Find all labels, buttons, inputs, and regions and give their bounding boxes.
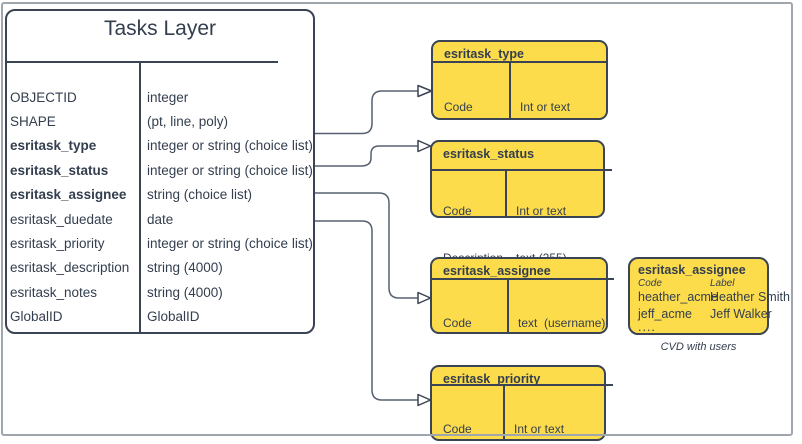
field-name: esritask_description xyxy=(10,260,130,276)
field-name: esritask_assignee xyxy=(10,187,127,203)
column-divider xyxy=(139,61,141,332)
cvd-ellipsis: .... xyxy=(638,320,656,334)
field-type: GlobalID xyxy=(147,309,200,325)
domain-cells: Code Description Int or text text (255) xyxy=(432,391,604,444)
domain-column-divider xyxy=(503,384,505,439)
domain-box-esritask-priority: esritask_priority Code Description Int o… xyxy=(430,365,613,444)
field-row: esritask_duedate date xyxy=(7,207,313,231)
field-type: string (4000) xyxy=(147,260,223,276)
field-type: date xyxy=(147,211,174,227)
domain-column-divider xyxy=(507,278,509,332)
field-name: esritask_type xyxy=(10,138,97,154)
domain-box-esritask-assignee: esritask_assignee Code Description text … xyxy=(430,257,614,377)
tasks-layer-entity: Tasks Layer OBJECTID integer SHAPE (pt, … xyxy=(5,9,315,334)
cvd-header-row: Code Label xyxy=(638,278,767,289)
domain-column-divider xyxy=(505,169,507,216)
field-type: (pt, line, poly) xyxy=(147,114,229,130)
domain-title: esritask_status xyxy=(443,147,535,161)
arrowhead-icon xyxy=(417,393,432,407)
type-line: Int or text xyxy=(520,100,571,114)
field-row: esritask_assignee string (choice list) xyxy=(7,183,313,207)
field-type: integer xyxy=(147,89,189,105)
field-name: esritask_status xyxy=(10,162,109,178)
cvd-code-value: jeff_acme xyxy=(638,306,692,321)
field-name: esritask_notes xyxy=(10,284,98,300)
field-row: esritask_description string (4000) xyxy=(7,256,313,280)
cvd-label-value: Jeff Walker xyxy=(710,306,772,321)
code-label: Code xyxy=(444,100,473,114)
cvd-code-header: Code xyxy=(638,278,662,289)
code-label: Code xyxy=(443,204,472,218)
domain-column-divider xyxy=(509,61,511,118)
cvd-label-header: Label xyxy=(710,278,735,289)
domain-box-esritask-status: esritask_status Code Description Int or … xyxy=(430,140,612,265)
domain-title-divider xyxy=(432,169,612,171)
domain-types: Int or text text (255) xyxy=(505,391,565,444)
arrowhead-icon xyxy=(417,84,433,98)
cvd-box-esritask-assignee: esritask_assignee Code Label heather_acm… xyxy=(628,257,790,335)
field-row: esritask_priority integer or string (cho… xyxy=(7,231,313,255)
field-row: OBJECTID integer xyxy=(7,85,313,109)
connector-status xyxy=(315,145,418,167)
domain-title-divider xyxy=(433,61,606,63)
arrowhead-icon xyxy=(417,139,432,153)
field-name: OBJECTID xyxy=(10,89,77,105)
code-label: Code xyxy=(443,422,472,436)
cvd-title: esritask_assignee xyxy=(638,263,746,277)
title-divider xyxy=(7,61,278,63)
domain-title: esritask_assignee xyxy=(443,264,551,278)
field-name: esritask_priority xyxy=(10,236,105,252)
connector-type xyxy=(315,90,418,135)
cvd-caption: CVD with users xyxy=(660,341,737,353)
domain-keys: Code Description xyxy=(432,391,505,444)
field-list: OBJECTID integer SHAPE (pt, line, poly) … xyxy=(7,85,313,329)
cvd-row: heather_acme Heather Smith xyxy=(638,289,790,306)
field-row: esritask_notes string (4000) xyxy=(7,280,313,304)
field-type: integer or string (choice list) xyxy=(147,162,313,178)
field-type: string (choice list) xyxy=(147,187,253,203)
field-type: integer or string (choice list) xyxy=(147,138,313,154)
cvd-label-value: Heather Smith xyxy=(710,290,790,304)
domain-box-esritask-type: esritask_type Code Description Int or te… xyxy=(431,40,608,161)
field-name: GlobalID xyxy=(10,309,63,325)
domain-title-divider xyxy=(432,384,613,386)
connector-priority xyxy=(315,220,418,401)
type-line: text (username) xyxy=(518,316,606,330)
field-name: SHAPE xyxy=(10,114,56,130)
arrowhead-icon xyxy=(417,291,432,305)
cvd-code-value: heather_acme xyxy=(638,290,718,304)
field-type: string (4000) xyxy=(147,284,223,300)
field-row: esritask_type integer or string (choice … xyxy=(7,134,313,158)
connector-assignee xyxy=(315,192,418,299)
field-name: esritask_duedate xyxy=(10,211,113,227)
code-label: Code xyxy=(443,316,472,330)
type-line: Int or text xyxy=(514,422,565,436)
cvd-row: jeff_acme Jeff Walker xyxy=(638,306,772,323)
tasks-layer-title: Tasks Layer xyxy=(103,17,217,40)
domain-title-divider xyxy=(432,278,614,280)
domain-title: esritask_priority xyxy=(443,372,541,386)
field-type: integer or string (choice list) xyxy=(147,236,313,252)
domain-title: esritask_type xyxy=(444,47,524,61)
field-row: SHAPE (pt, line, poly) xyxy=(7,109,313,133)
field-row: esritask_status integer or string (choic… xyxy=(7,158,313,182)
field-row: GlobalID GlobalID xyxy=(7,305,313,329)
type-line: Int or text xyxy=(516,204,567,218)
